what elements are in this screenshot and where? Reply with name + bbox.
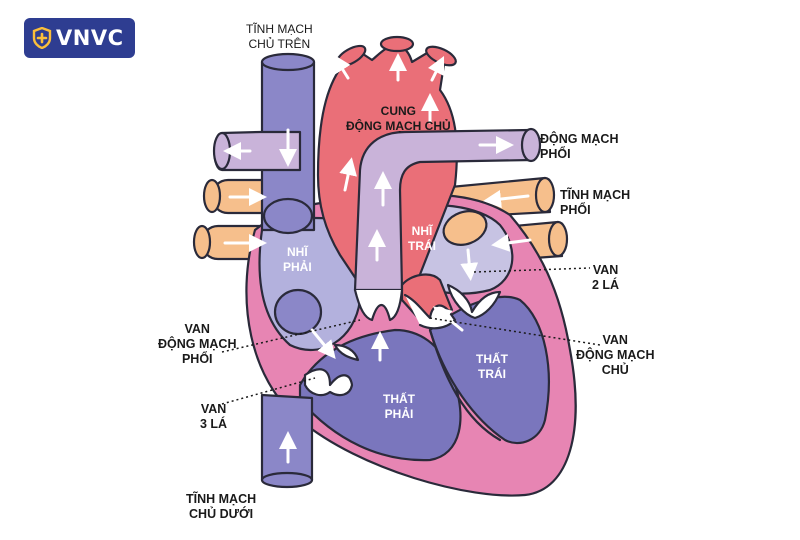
vena-cava-opening-lower xyxy=(273,288,323,336)
pulmonary-vein-opening xyxy=(442,210,488,246)
blood-flow-arrows xyxy=(223,53,532,464)
shield-icon xyxy=(32,27,52,49)
interventricular-septum xyxy=(428,328,502,442)
mitral-valve xyxy=(446,283,502,320)
tricuspid-valve xyxy=(303,343,360,397)
vena-cava-opening-upper xyxy=(262,197,314,235)
inferior-vena-cava xyxy=(260,393,314,482)
brand-logo: VNVC xyxy=(24,18,135,58)
brand-name: VNVC xyxy=(56,26,124,50)
pulmonary-valve xyxy=(353,288,404,322)
leader-lines xyxy=(221,267,601,405)
